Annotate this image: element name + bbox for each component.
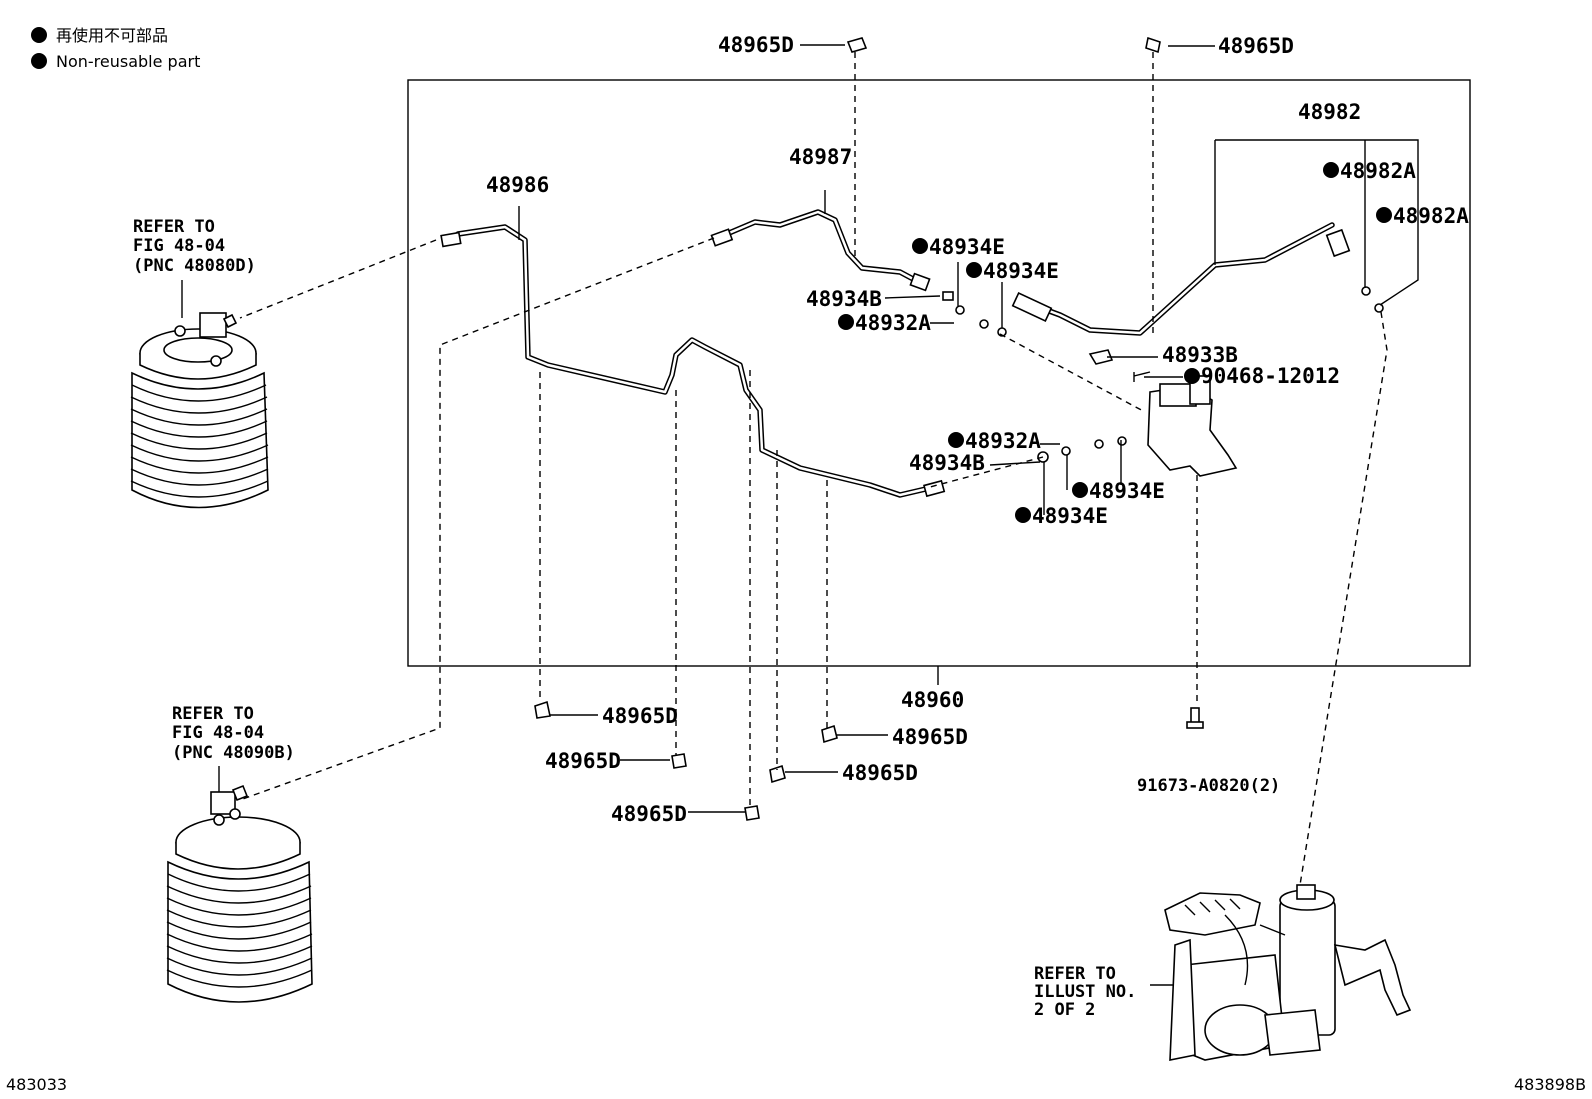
part-number-48986: 48986	[486, 173, 549, 197]
reference-notes: REFER TO FIG 48-04 (PNC 48080D) REFER TO…	[133, 217, 1136, 1020]
part-number-90468-12012: 90468-12012	[1201, 364, 1340, 388]
pipe-clamp-icon	[846, 37, 868, 53]
illustration-code-left: 483033	[6, 1075, 67, 1094]
part-number-48982A: 48982A	[1393, 204, 1469, 228]
non-reusable-dot-icon	[31, 53, 47, 69]
part-number-48934E: 48934E	[1032, 504, 1108, 528]
part-number-48965D: 48965D	[611, 802, 687, 826]
air-spring-bellows-icon	[166, 784, 313, 1003]
non-reusable-dot-icon	[1184, 368, 1200, 384]
assembly-frame	[407, 79, 1471, 667]
pipe-48982	[1022, 222, 1335, 336]
ref-note-line: REFER TO	[133, 217, 215, 237]
ref-note-line: FIG 48-04	[133, 236, 225, 256]
part-number-48965D: 48965D	[545, 749, 621, 773]
part-number-48934B: 48934B	[806, 287, 882, 311]
part-number-48933B: 48933B	[1162, 343, 1238, 367]
pipes	[455, 209, 1335, 498]
non-reusable-dot-icon	[912, 238, 928, 254]
non-reusable-dot-icon	[1376, 207, 1392, 223]
non-reusable-dot-icon	[948, 432, 964, 448]
ref-note-line: FIG 48-04	[172, 723, 264, 743]
part-number-48965D: 48965D	[718, 33, 794, 57]
part-number-48932A: 48932A	[965, 429, 1041, 453]
non-reusable-dot-icon	[1072, 482, 1088, 498]
pipe-clamp-icon	[821, 724, 838, 744]
legend: 再使用不可部品 Non-reusable part	[31, 26, 200, 71]
ref-note-line: ILLUST NO.	[1034, 982, 1136, 1002]
ref-note-line: REFER TO	[1034, 964, 1116, 984]
part-number-48934B: 48934B	[909, 451, 985, 475]
part-number-48960: 48960	[901, 688, 964, 712]
ref-note-line: 2 OF 2	[1034, 1000, 1095, 1020]
leader-lines	[181, 44, 1419, 986]
part-number-48934E: 48934E	[1089, 479, 1165, 503]
part-number-48932A: 48932A	[855, 311, 931, 335]
part-number-48987: 48987	[789, 145, 852, 169]
non-reusable-dot-icon	[1015, 507, 1031, 523]
pipe-clamp-icon	[769, 764, 786, 784]
legend-japanese: 再使用不可部品	[56, 26, 168, 45]
non-reusable-dot-icon	[1323, 162, 1339, 178]
non-reusable-dot-icon	[966, 262, 982, 278]
pipe-clamp-icon	[744, 805, 760, 821]
non-reusable-dot-icon	[31, 27, 47, 43]
air-spring-bellows-icon	[130, 312, 269, 509]
part-number-48965D: 48965D	[892, 725, 968, 749]
part-number-48934E: 48934E	[929, 235, 1005, 259]
pipe-clamp-icon	[671, 753, 687, 769]
fittings	[440, 228, 1384, 729]
pipe-clamp-icon	[1145, 36, 1161, 54]
pipe-clamp-icon	[534, 700, 551, 719]
clamps	[534, 36, 1161, 821]
reference-lines	[239, 52, 1388, 886]
part-number-48965D: 48965D	[602, 704, 678, 728]
legend-english: Non-reusable part	[56, 52, 200, 71]
part-number-48934E: 48934E	[983, 259, 1059, 283]
part-number-48965D: 48965D	[842, 761, 918, 785]
illustration-code-right: 483898B	[1514, 1075, 1586, 1094]
part-number-48982: 48982	[1298, 100, 1361, 124]
ref-note-line: REFER TO	[172, 704, 254, 724]
part-number-48965D: 48965D	[1218, 34, 1294, 58]
ref-note-line: (PNC 48090B)	[172, 743, 295, 763]
part-labels: 48965D 48965D 48982 48982A 48982A 48987 …	[486, 33, 1469, 826]
part-number-91673-A0820: 91673-A0820(2)	[1137, 776, 1280, 796]
ref-note-line: (PNC 48080D)	[133, 256, 256, 276]
non-reusable-dot-icon	[838, 314, 854, 330]
part-number-48982A: 48982A	[1340, 159, 1416, 183]
compressor-assembly-icon	[1164, 884, 1412, 1061]
